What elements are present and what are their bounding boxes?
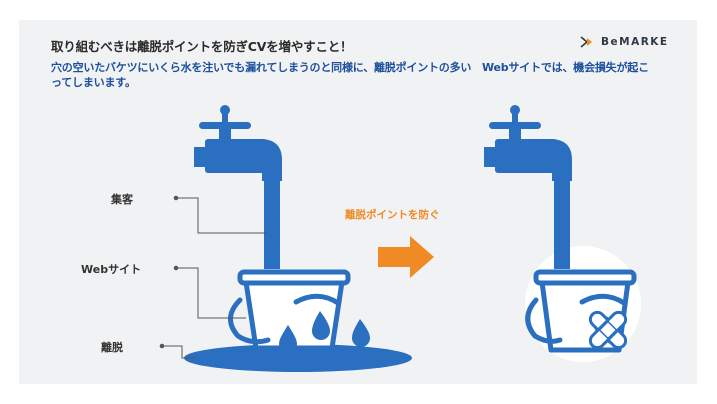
water-puddle	[184, 344, 412, 372]
label-churn: 離脱	[101, 341, 123, 354]
label-website: Webサイト	[81, 263, 142, 276]
subtitle: 穴の空いたバケツにいくら水を注いでも漏れてしまうのと同様に、離脱ポイントの多い …	[51, 61, 649, 89]
brand-logo: BeMARKE	[580, 36, 669, 48]
action-label: 離脱ポイントを防ぐ	[345, 209, 440, 221]
faucet-icon-left	[194, 105, 282, 181]
slide-title: 取り組むべきは離脱ポイントを防ぎCVを増やすこと！	[51, 39, 353, 54]
water-stream-right	[554, 181, 570, 269]
water-drops	[279, 311, 370, 353]
bucket-icon-right	[525, 269, 637, 353]
right-arrow-icon	[378, 236, 434, 278]
faucet-icon-right	[484, 105, 572, 181]
label-visitors: 集客	[111, 193, 133, 206]
bandage-icon	[588, 310, 628, 350]
label-connectors	[159, 195, 266, 359]
play-chevron-icon	[580, 36, 592, 48]
water-stream-left	[264, 181, 280, 269]
brand-name: BeMARKE	[601, 36, 669, 48]
